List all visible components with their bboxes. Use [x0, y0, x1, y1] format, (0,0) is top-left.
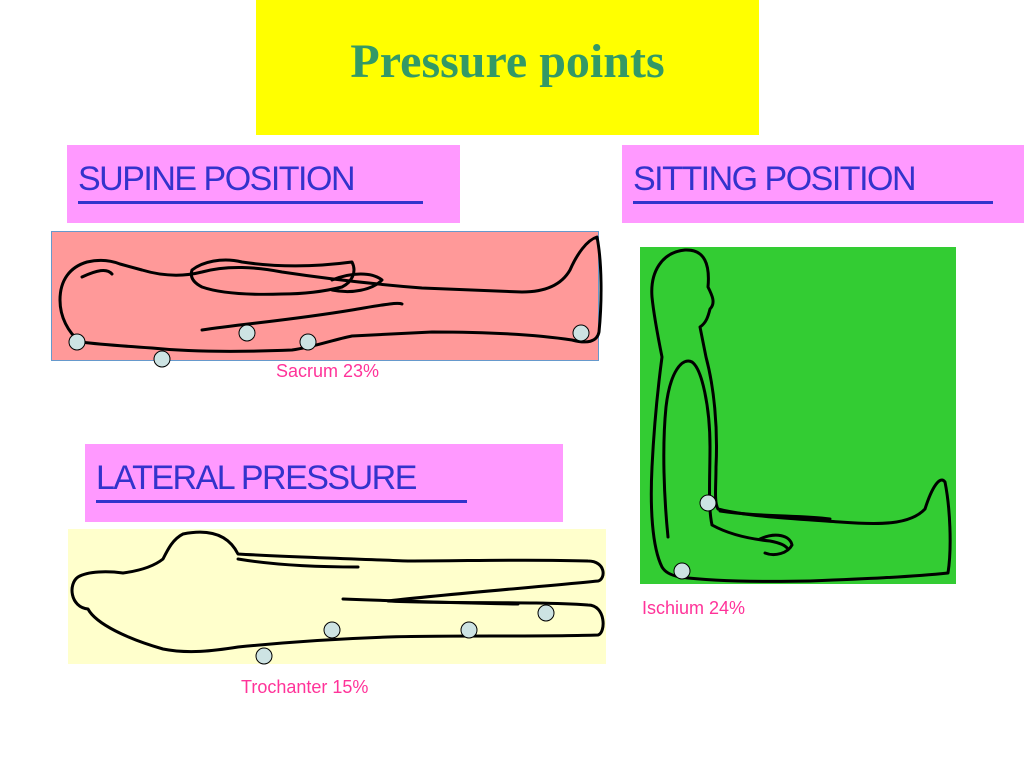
supine-leg-outline [200, 301, 404, 332]
sitting-pressure-point-ischium [673, 562, 691, 580]
supine-pressure-point-elbow [238, 324, 256, 342]
supine-chest-outline [80, 268, 114, 279]
sitting-pressure-points [673, 494, 717, 580]
lateral-body-figure [70, 530, 605, 654]
lateral-panel [68, 529, 606, 665]
sitting-body-outline [649, 248, 952, 583]
supine-pressure-points [68, 324, 590, 368]
supine-body-figure [58, 235, 603, 353]
lateral-pressure-point-knee [460, 621, 478, 639]
supine-arm-outline [189, 258, 356, 296]
sitting-caption: Ischium 24% [642, 598, 746, 618]
title-banner: Pressure points [256, 0, 759, 135]
supine-pressure-point-sacrum [299, 333, 317, 351]
lateral-caption: Trochanter 15% [241, 677, 369, 697]
lateral-label: LATERAL PRESSURE [96, 459, 417, 497]
sitting-panel [640, 247, 956, 584]
supine-label: SUPINE POSITION [78, 160, 356, 198]
lateral-body-outline [70, 530, 605, 654]
supine-pressure-point-head [68, 333, 86, 351]
supine-body-outline [58, 235, 603, 353]
sitting-hand-outline [758, 533, 794, 557]
lateral-pressure-point-ankle [537, 604, 555, 622]
supine-panel [51, 231, 603, 368]
lateral-pressure-point-shoulder [323, 621, 341, 639]
lateral-legs-separation [341, 597, 520, 606]
sitting-label-underline [633, 201, 993, 204]
lateral-label-underline [96, 500, 467, 503]
supine-label-underline [78, 201, 423, 204]
supine-pressure-point-scapula [153, 350, 171, 368]
sitting-leg-outline [718, 509, 832, 521]
lateral-pressure-point-trochanter [255, 647, 273, 665]
sitting-pressure-point-elbow [699, 494, 717, 512]
supine-hand-outline [330, 272, 384, 294]
lateral-pressure-points [255, 604, 555, 665]
lateral-arm-outline [236, 557, 360, 569]
supine-caption: Sacrum 23% [276, 361, 380, 381]
page-title: Pressure points [350, 35, 665, 88]
sitting-label-box: SITTING POSITION [622, 145, 1024, 223]
sitting-body-figure [649, 248, 952, 583]
sitting-label: SITTING POSITION [633, 160, 917, 198]
sitting-arm-outline [662, 359, 790, 551]
supine-pressure-point-heel [572, 324, 590, 342]
supine-label-box: SUPINE POSITION [67, 145, 460, 223]
lateral-label-box: LATERAL PRESSURE [85, 444, 563, 522]
